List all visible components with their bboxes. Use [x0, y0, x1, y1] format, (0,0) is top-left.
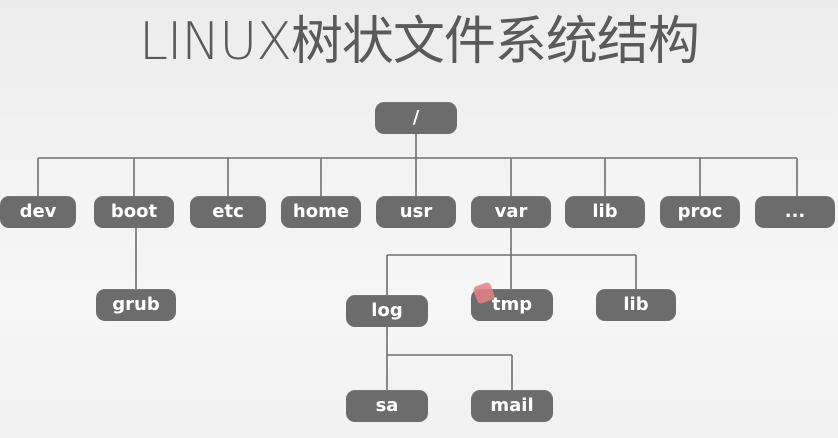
node-dev: dev [0, 196, 76, 228]
node-log: log [346, 295, 428, 327]
node-boot: boot [94, 196, 174, 228]
node-var: var [471, 196, 551, 228]
node-usr: usr [376, 196, 456, 228]
node-lib: lib [565, 196, 645, 228]
node-sa: sa [346, 390, 428, 422]
node-home: home [281, 196, 361, 228]
node-proc: proc [660, 196, 740, 228]
node-var-lib: lib [596, 289, 676, 321]
diagram-title: LINUX树状文件系统结构 [139, 12, 700, 72]
node-root: / [375, 102, 457, 134]
node-more: ... [755, 196, 835, 228]
node-mail: mail [471, 390, 553, 422]
node-tmp: tmp [471, 289, 553, 321]
node-etc: etc [190, 196, 266, 228]
node-grub: grub [96, 289, 176, 321]
